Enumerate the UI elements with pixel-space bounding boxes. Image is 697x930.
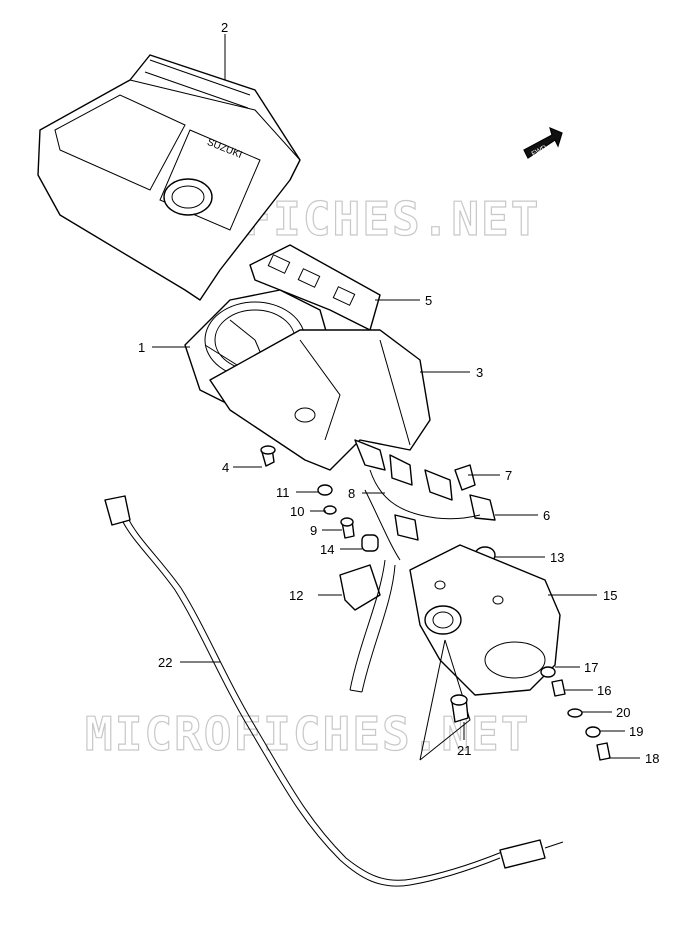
callout-16: 16 [597,683,611,698]
callout-14: 14 [320,542,334,557]
callout-1: 1 [138,340,145,355]
leader-lines [152,34,640,759]
callout-12: 12 [289,588,303,603]
callout-17: 17 [584,660,598,675]
washer-20 [567,708,583,718]
bracket-12 [339,559,396,693]
callout-15: 15 [603,588,617,603]
meter-case [209,329,431,471]
callout-11: 11 [276,485,290,500]
callout-20: 20 [616,705,630,720]
callout-6: 6 [543,508,550,523]
screw-18 [596,742,611,761]
meter-cover: SUZUKI [37,54,301,301]
callout-8: 8 [348,486,355,501]
washer-10 [323,505,337,515]
callout-13: 13 [550,550,564,565]
washer-19 [585,726,601,738]
callout-19: 19 [629,724,643,739]
speedometer-cable [104,495,564,887]
grommet-14 [361,534,379,552]
washer-17 [540,666,556,678]
callout-3: 3 [476,365,483,380]
callout-18: 18 [645,751,659,766]
screw-9 [340,517,355,539]
callout-2: 2 [221,20,228,35]
fwd-arrow-icon: FWD [523,126,563,159]
callout-5: 5 [425,293,432,308]
callout-22: 22 [158,655,172,670]
callout-7: 7 [505,468,512,483]
callouts: 1 2 3 4 5 6 7 8 9 10 11 12 13 14 15 16 1… [138,20,659,766]
screw-16 [551,679,566,697]
washer-11 [317,484,333,496]
screw-4 [260,445,276,467]
lower-cover [409,544,561,761]
callout-21: 21 [457,743,471,758]
callout-10: 10 [290,504,304,519]
callout-4: 4 [222,460,229,475]
bulb-sockets [354,439,496,561]
callout-9: 9 [310,523,317,538]
screw-21 [450,694,469,723]
